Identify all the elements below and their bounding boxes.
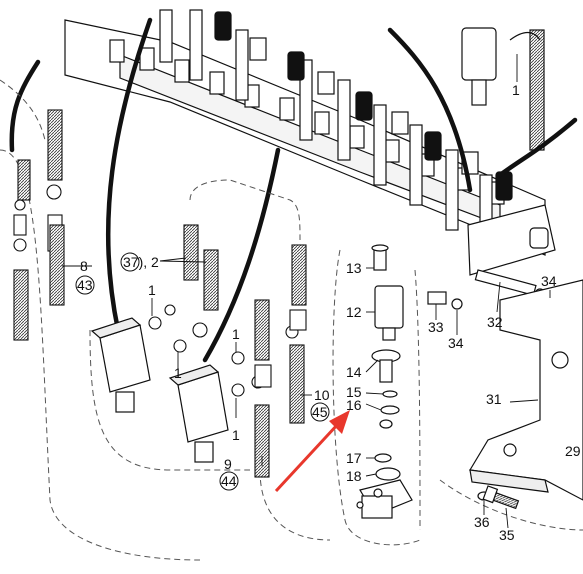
callout-1-lower: 1 [174, 365, 182, 381]
callout-10: 10 [314, 387, 330, 403]
callout-16: 16 [346, 397, 362, 413]
valve-manifold [64, 9, 556, 276]
leader-lines [62, 54, 551, 529]
callout-1-left: 1 [148, 282, 156, 298]
callout-45: 45 [312, 404, 328, 420]
callout-14: 14 [346, 364, 362, 380]
left-hose-group [13, 109, 63, 341]
callout-44: 44 [221, 473, 237, 489]
small-fittings [148, 304, 307, 397]
callout-35: 35 [499, 527, 515, 543]
red-pointer-arrow [274, 410, 350, 493]
cylinder-center [168, 364, 229, 463]
mounting-bracket [469, 279, 583, 501]
bolt-and-washer [477, 485, 520, 510]
callout-37-circle [120, 252, 140, 272]
exploded-valve-stack [356, 244, 413, 519]
callout-labels: 1 1 1 1 1 37), 2 8 43 9 44 10 45 12 13 1… [75, 82, 581, 543]
callout-1-top: 1 [512, 82, 520, 98]
callout-15: 15 [346, 384, 362, 400]
callout-29-partial: 29 [565, 443, 581, 459]
callout-31: 31 [486, 391, 502, 407]
callout-17: 17 [346, 450, 362, 466]
callout-33: 33 [428, 319, 444, 335]
callout-43: 43 [77, 277, 93, 293]
callout-18: 18 [346, 468, 362, 484]
callout-8: 8 [80, 258, 88, 274]
callout-1-center: 1 [232, 326, 240, 342]
callout-36: 36 [474, 514, 490, 530]
callout-37-2: 37), 2 [123, 254, 159, 270]
callout-13: 13 [346, 260, 362, 276]
cylinder-top-right [461, 27, 545, 151]
callout-12: 12 [346, 304, 362, 320]
cylinder-left [90, 317, 151, 413]
callout-43-circle [75, 275, 95, 295]
callout-1-bottom: 1 [232, 427, 240, 443]
callout-34-upper: 34 [541, 273, 557, 289]
callout-44-circle [219, 471, 239, 491]
black-hoses [9, 17, 578, 363]
hose-assemblies [49, 224, 307, 478]
callout-32: 32 [487, 314, 503, 330]
callout-9: 9 [224, 456, 232, 472]
callout-45-circle [310, 402, 330, 422]
callout-34-lower: 34 [448, 335, 464, 351]
